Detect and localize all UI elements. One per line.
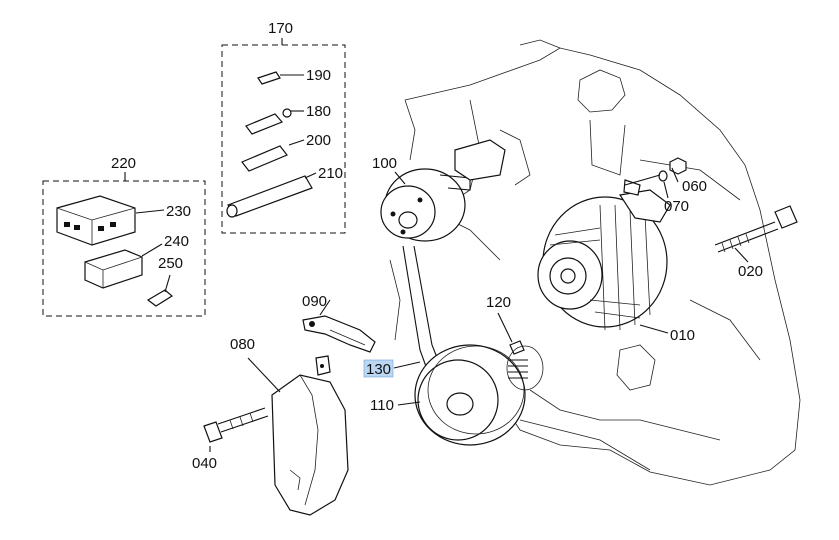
leader-lines <box>124 38 749 452</box>
washer-070[interactable] <box>624 170 668 186</box>
alternator-010[interactable] <box>537 179 671 331</box>
fan-belt-130[interactable] <box>402 245 441 373</box>
label-020[interactable]: 020 <box>738 263 763 280</box>
terminal-250[interactable] <box>146 274 174 307</box>
connector-230[interactable] <box>56 195 165 246</box>
pulley-100[interactable] <box>380 139 506 242</box>
kit-box-170 <box>221 44 346 234</box>
label-250[interactable]: 250 <box>158 255 183 272</box>
key-120[interactable] <box>506 340 544 391</box>
label-110[interactable]: 110 <box>370 397 394 414</box>
label-100[interactable]: 100 <box>372 155 397 172</box>
pin-200[interactable] <box>241 139 305 172</box>
label-120[interactable]: 120 <box>486 294 511 311</box>
label-060[interactable]: 060 <box>682 178 707 195</box>
label-220[interactable]: 220 <box>111 155 136 172</box>
label-070[interactable]: 070 <box>664 198 689 215</box>
label-040[interactable]: 040 <box>192 455 217 472</box>
pin-180[interactable] <box>245 108 304 135</box>
label-190[interactable]: 190 <box>306 67 331 84</box>
label-200[interactable]: 200 <box>306 132 331 149</box>
bolt-040[interactable] <box>203 407 269 443</box>
label-010[interactable]: 010 <box>670 327 695 344</box>
label-130[interactable]: 130 <box>366 361 391 378</box>
label-230[interactable]: 230 <box>166 203 191 220</box>
kit-box-220 <box>42 180 206 317</box>
bolt-020[interactable] <box>714 205 798 253</box>
label-180[interactable]: 180 <box>306 103 331 120</box>
label-170[interactable]: 170 <box>268 20 293 37</box>
belt-cover-080[interactable] <box>271 355 349 516</box>
bracket-090[interactable] <box>302 315 376 353</box>
selected-part-highlight <box>363 359 394 378</box>
label-090[interactable]: 090 <box>302 293 327 310</box>
label-210[interactable]: 210 <box>318 165 343 182</box>
label-080[interactable]: 080 <box>230 336 255 353</box>
callout-labels: 170 190 180 200 210 220 230 240 250 100 … <box>111 20 763 472</box>
pin-190[interactable] <box>257 71 304 85</box>
crank-pulley-110[interactable] <box>414 344 526 446</box>
pin-210[interactable] <box>226 172 317 218</box>
label-240[interactable]: 240 <box>164 233 189 250</box>
nut-060[interactable] <box>669 157 687 175</box>
connector-240[interactable] <box>84 243 163 289</box>
